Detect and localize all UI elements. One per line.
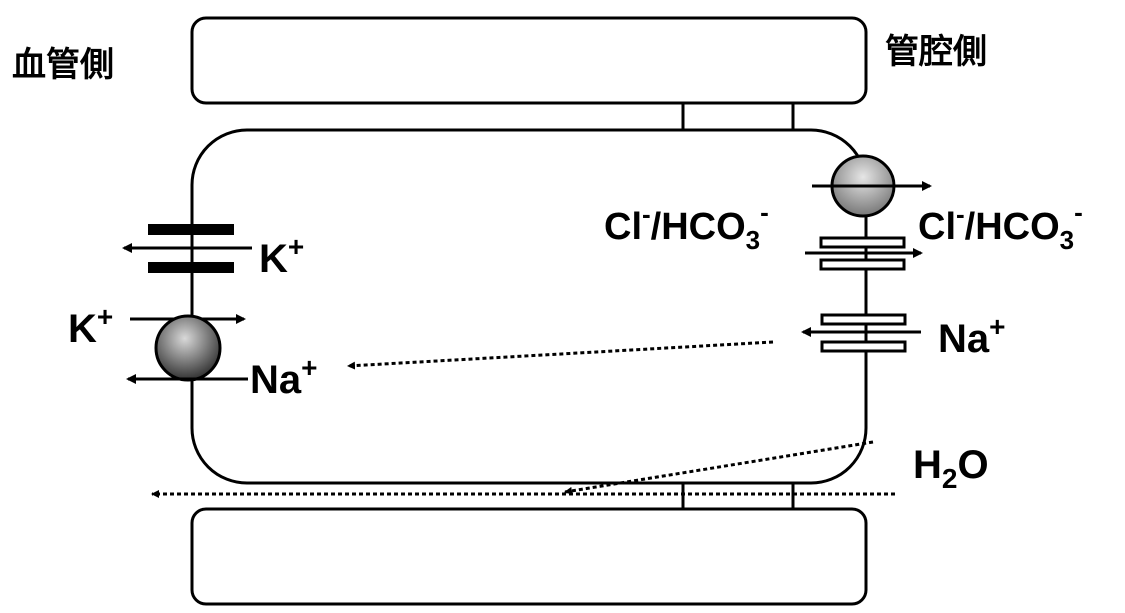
chloride-bicarbonate-exchanger (812, 154, 932, 218)
neighbor-cell-top (190, 16, 868, 105)
water-label: H2O (913, 443, 989, 494)
blood-side-label: 血管側 (12, 45, 114, 85)
tight-junction-top (681, 101, 795, 132)
lumen-side-label: 管腔側 (885, 32, 987, 72)
epithelial-cell (190, 128, 868, 485)
pump-icon (154, 314, 222, 382)
chloride-bicarbonate-channel (805, 236, 923, 271)
potassium-channel (122, 224, 252, 273)
sodium-channel (801, 313, 921, 353)
water-entry-arrow (564, 440, 874, 495)
chloride-bicarbonate-label-left: Cl-/HCO3- (604, 197, 769, 255)
tight-junction-bottom (681, 481, 795, 511)
sodium-transcellular-arrow (347, 340, 774, 370)
chloride-bicarbonate-label-right: Cl-/HCO3- (918, 197, 1083, 255)
pump-potassium-label: K+ (68, 301, 113, 351)
sodium-channel-label: Na+ (938, 311, 1006, 361)
potassium-channel-label: K+ (259, 231, 304, 281)
neighbor-cell-bottom (190, 507, 868, 606)
sodium-potassium-pump (126, 314, 248, 384)
pump-sodium-label: Na+ (250, 352, 318, 402)
